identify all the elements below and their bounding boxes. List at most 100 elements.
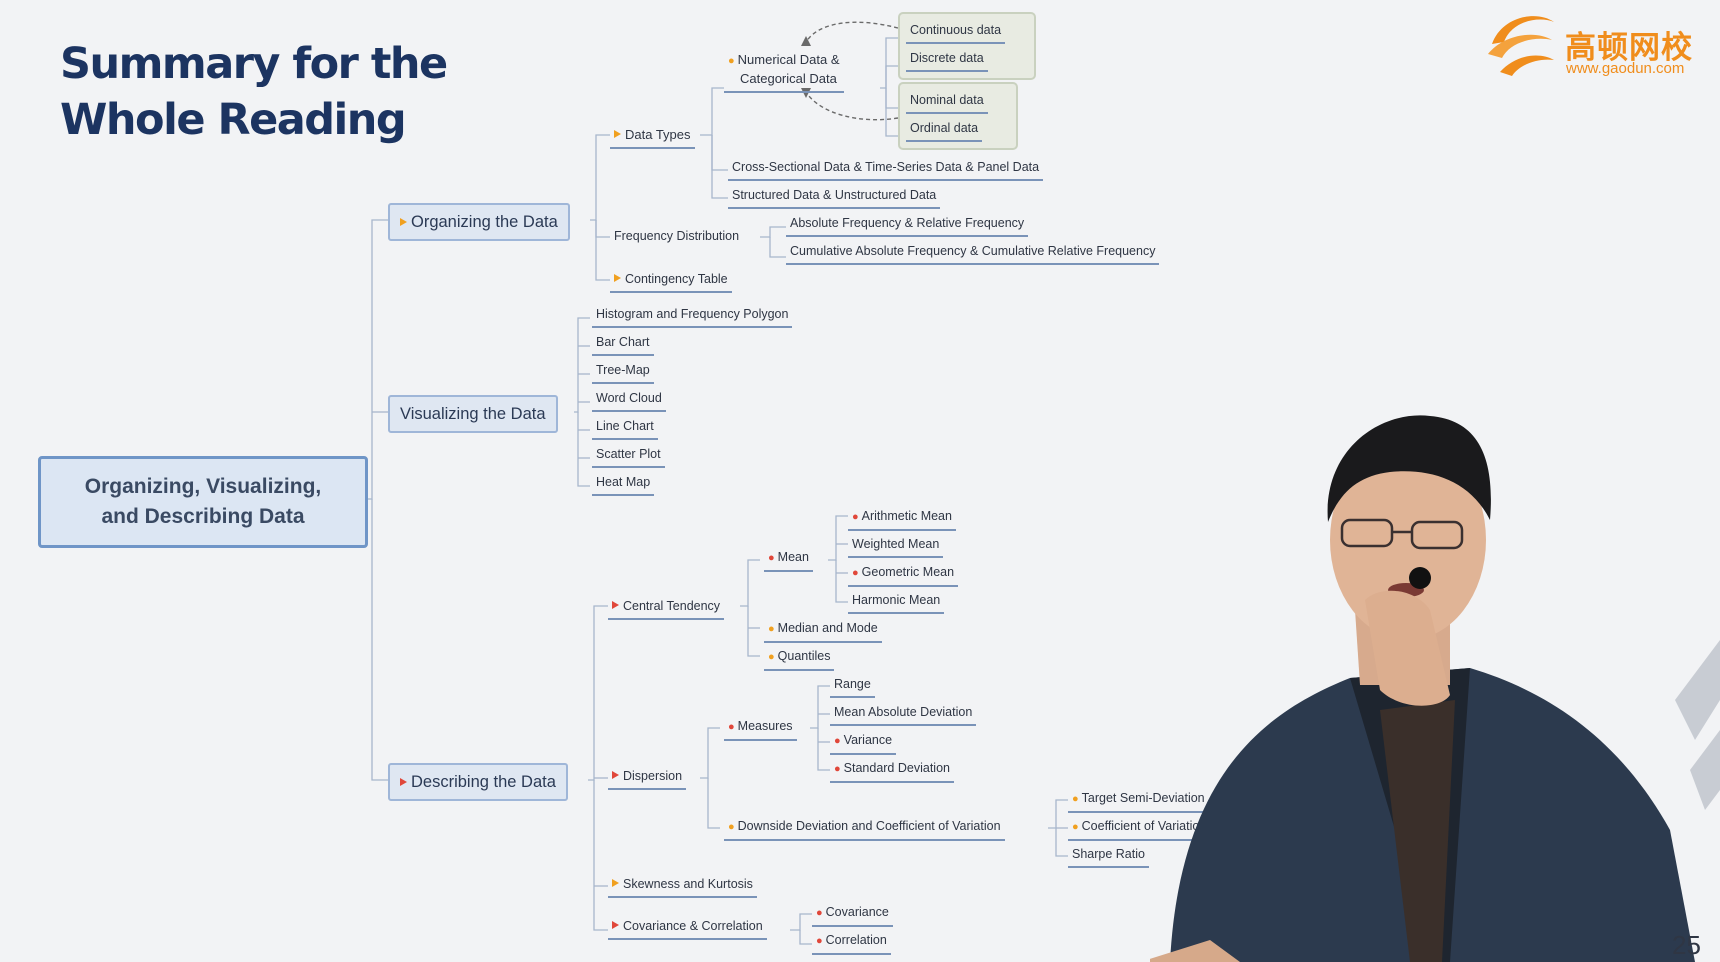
star-icon: ● — [728, 821, 735, 833]
node-measures[interactable]: ●Measures — [724, 718, 797, 741]
star-icon: ● — [852, 567, 859, 579]
node-label: Ordinal data — [910, 121, 979, 135]
node-label: Bar Chart — [596, 335, 650, 349]
star-icon: ● — [1072, 793, 1079, 805]
branch-describing[interactable]: Describing the Data — [388, 763, 568, 801]
node-standard-deviation[interactable]: ●Standard Deviation — [830, 760, 954, 783]
categorical-group — [898, 82, 1018, 150]
node-label: Range — [834, 677, 871, 691]
node-frequency-distribution[interactable]: Frequency Distribution — [610, 228, 743, 250]
node-label: Measures — [737, 719, 793, 733]
node-mean[interactable]: ●Mean — [764, 549, 813, 572]
node-correlation[interactable]: ●Correlation — [812, 932, 891, 955]
star-icon: ● — [834, 763, 841, 775]
node-sharpe-ratio[interactable]: Sharpe Ratio — [1068, 846, 1149, 868]
node-label: Data Types — [625, 127, 691, 142]
node-coefficient-variation[interactable]: ●Coefficient of Variation — [1068, 818, 1211, 841]
node-tree-map[interactable]: Tree-Map — [592, 362, 654, 384]
flag-icon — [612, 771, 619, 779]
node-downside-deviation[interactable]: ●Downside Deviation and Coefficient of V… — [724, 818, 1005, 841]
node-label: Downside Deviation and Coefficient of Va… — [737, 819, 1001, 833]
branch-visualizing-label: Visualizing the Data — [400, 405, 546, 423]
node-label: Absolute Frequency & Relative Frequency — [790, 216, 1025, 230]
node-covariance[interactable]: ●Covariance — [812, 904, 893, 927]
node-discrete-data[interactable]: Discrete data — [906, 50, 988, 72]
node-variance[interactable]: ●Variance — [830, 732, 897, 755]
node-data-types[interactable]: Data Types — [610, 127, 695, 149]
slide-title: Summary for the Whole Reading — [60, 36, 448, 148]
root-topic[interactable]: Organizing, Visualizing, and Describing … — [38, 456, 368, 548]
node-label: Continuous data — [910, 23, 1002, 37]
star-icon: ● — [768, 651, 775, 663]
node-label: Nominal data — [910, 93, 984, 107]
flag-icon — [614, 274, 621, 282]
node-quantiles[interactable]: ●Quantiles — [764, 648, 835, 671]
flag-icon — [400, 218, 407, 226]
flag-icon — [614, 130, 621, 138]
node-scatter-plot[interactable]: Scatter Plot — [592, 446, 665, 468]
node-label: Cross-Sectional Data & Time-Series Data … — [732, 160, 1040, 174]
node-label: Coefficient of Variation — [1081, 819, 1207, 833]
node-target-semi-deviation[interactable]: ●Target Semi-Deviation — [1068, 790, 1209, 813]
node-bar-chart[interactable]: Bar Chart — [592, 334, 654, 356]
title-line-2: Whole Reading — [60, 95, 407, 145]
node-label: Median and Mode — [777, 621, 878, 635]
numerical-group — [898, 12, 1036, 80]
node-label: Tree-Map — [596, 363, 650, 377]
node-median-mode[interactable]: ●Median and Mode — [764, 620, 882, 643]
node-label: Heat Map — [596, 475, 651, 489]
flag-icon — [612, 601, 619, 609]
node-line-chart[interactable]: Line Chart — [592, 418, 658, 440]
node-histogram[interactable]: Histogram and Frequency Polygon — [592, 306, 793, 328]
node-weighted-mean[interactable]: Weighted Mean — [848, 536, 944, 558]
title-line-1: Summary for the — [60, 39, 448, 89]
star-icon: ● — [1072, 821, 1079, 833]
node-harmonic-mean[interactable]: Harmonic Mean — [848, 592, 945, 614]
node-label: Correlation — [825, 933, 887, 947]
node-heat-map[interactable]: Heat Map — [592, 474, 655, 496]
node-label: Geometric Mean — [861, 565, 955, 579]
node-nominal-data[interactable]: Nominal data — [906, 92, 988, 114]
node-label: Categorical Data — [740, 71, 837, 86]
node-ordinal-data[interactable]: Ordinal data — [906, 120, 983, 142]
node-label: Mean Absolute Deviation — [834, 705, 973, 719]
node-label: Arithmetic Mean — [861, 509, 952, 523]
node-skewness-kurtosis[interactable]: Skewness and Kurtosis — [608, 876, 757, 898]
node-absolute-relative[interactable]: Absolute Frequency & Relative Frequency — [786, 215, 1029, 237]
node-label: Scatter Plot — [596, 447, 661, 461]
node-label: Line Chart — [596, 419, 654, 433]
node-label: Target Semi-Deviation — [1081, 791, 1205, 805]
page-number: 25 — [1672, 930, 1701, 960]
node-contingency-table[interactable]: Contingency Table — [610, 271, 732, 293]
star-icon: ● — [728, 55, 735, 67]
node-cross-sectional[interactable]: Cross-Sectional Data & Time-Series Data … — [728, 159, 1044, 181]
flag-icon — [400, 778, 407, 786]
node-geometric-mean[interactable]: ●Geometric Mean — [848, 564, 959, 587]
node-label: Mean — [777, 550, 809, 564]
node-dispersion[interactable]: Dispersion — [608, 768, 687, 790]
node-label: Covariance & Correlation — [623, 919, 763, 933]
node-label: Dispersion — [623, 769, 683, 783]
node-label: Sharpe Ratio — [1072, 847, 1145, 861]
star-icon: ● — [728, 721, 735, 733]
node-mad[interactable]: Mean Absolute Deviation — [830, 704, 977, 726]
node-continuous-data[interactable]: Continuous data — [906, 22, 1006, 44]
flag-icon — [612, 921, 619, 929]
branch-visualizing[interactable]: Visualizing the Data — [388, 395, 558, 433]
gaodun-logo-icon — [1488, 16, 1554, 76]
branch-describing-label: Describing the Data — [411, 773, 556, 791]
node-range[interactable]: Range — [830, 676, 875, 698]
presenter-video — [1150, 415, 1720, 962]
node-central-tendency[interactable]: Central Tendency — [608, 598, 725, 620]
node-word-cloud[interactable]: Word Cloud — [592, 390, 666, 412]
node-structured[interactable]: Structured Data & Unstructured Data — [728, 187, 941, 209]
node-numerical-categorical[interactable]: ●Numerical Data & Categorical Data — [724, 51, 844, 93]
logo-chinese-name: 高顿网校 — [1565, 30, 1693, 66]
node-arithmetic-mean[interactable]: ●Arithmetic Mean — [848, 508, 956, 531]
node-label: Structured Data & Unstructured Data — [732, 188, 937, 202]
node-label: Variance — [843, 733, 893, 747]
branch-organizing[interactable]: Organizing the Data — [388, 203, 570, 241]
node-cumulative[interactable]: Cumulative Absolute Frequency & Cumulati… — [786, 243, 1160, 265]
node-covariance-correlation[interactable]: Covariance & Correlation — [608, 918, 767, 940]
node-label: Quantiles — [777, 649, 831, 663]
